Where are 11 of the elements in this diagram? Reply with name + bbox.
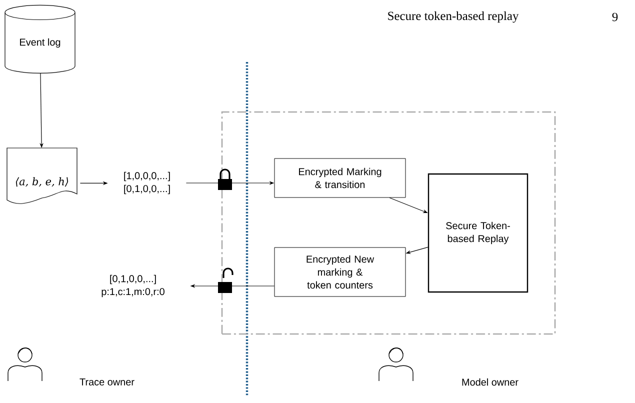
page-number: 9 (612, 12, 618, 22)
process-box: Encrypted Marking & transition (274, 158, 406, 198)
dashed-region (221, 111, 556, 335)
process-box: Secure Token-based Replay (428, 173, 528, 293)
process-box: Encrypted New marking & token counters (274, 247, 406, 297)
vector-text: [0,1,0,0,...] p:1,c:1,m:0,r:0 (102, 274, 164, 298)
database-cylinder: Event log (4, 4, 76, 74)
role-label: Trace owner (80, 378, 134, 386)
role-label: Model owner (462, 378, 518, 386)
vector-text: [1,0,0,0,...] [0,1,0,0,...] (124, 172, 170, 194)
running-header: Secure token-based replay (388, 11, 519, 23)
